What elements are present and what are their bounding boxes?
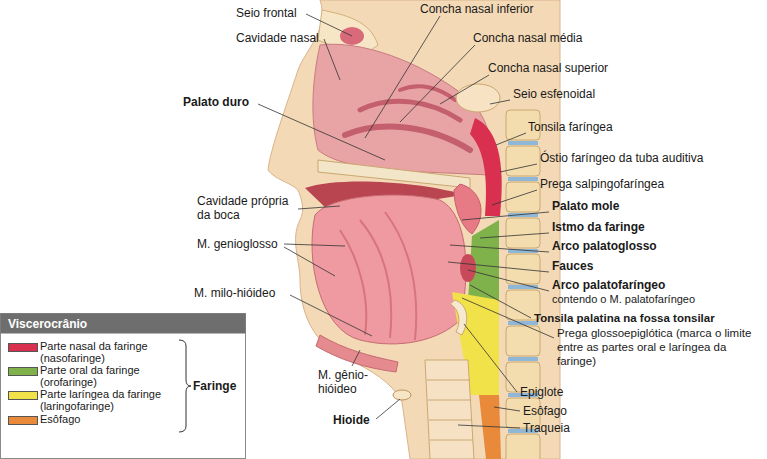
- anatomy-label: Esôfago: [523, 404, 567, 418]
- anatomy-label: Istmo da faringe: [552, 220, 645, 234]
- anatomy-label: Palato mole: [552, 199, 619, 213]
- anatomy-label: M. genioglosso: [197, 237, 278, 251]
- legend-swatch: [8, 416, 38, 425]
- anatomy-label: Fauces: [552, 259, 593, 273]
- legend-swatch: [8, 343, 38, 352]
- anatomy-label: Seio esfenoidal: [513, 87, 595, 101]
- anatomy-label: Cavidade nasal: [236, 31, 319, 45]
- anatomy-label: Traqueia: [523, 421, 570, 435]
- anatomy-label: Faringe: [193, 379, 236, 393]
- legend-item: Parte oral da faringe (orofaringe): [8, 364, 178, 388]
- anatomy-label: Tonsila faríngea: [528, 120, 613, 134]
- anatomy-label: Prega glossoepiglótica (marca o limite e…: [557, 326, 757, 368]
- anatomy-label: M. milo-hióideo: [194, 286, 275, 300]
- legend-item: Parte nasal da faringe (nasofaringe): [8, 340, 178, 364]
- anatomy-label: Óstio faríngeo da tuba auditiva: [540, 151, 703, 165]
- anatomy-label: Hioide: [333, 413, 370, 427]
- anatomy-label: Cavidade própria da boca: [197, 194, 297, 222]
- legend-text: Esôfago: [40, 413, 180, 425]
- anatomy-label: Palato duro: [183, 95, 249, 109]
- anatomy-label: Seio frontal: [236, 6, 297, 20]
- anatomy-label: contendo o M. palatofaríngeo: [552, 292, 695, 306]
- anatomy-label: Epiglote: [520, 385, 563, 399]
- anatomy-label: Concha nasal inferior: [420, 2, 533, 16]
- anatomy-label: Arco palatofaríngeo: [552, 278, 665, 292]
- anatomy-label: Tonsila palatina na fossa tonsilar: [534, 311, 715, 325]
- legend-swatch: [8, 367, 38, 376]
- anatomy-label: Concha nasal superior: [488, 61, 608, 75]
- legend-text: Parte laríngea da faringe (laringofaring…: [40, 388, 180, 412]
- anatomy-label: Viscerocrânio: [8, 317, 87, 331]
- legend-text: Parte oral da faringe (orofaringe): [40, 364, 180, 388]
- anatomy-label: Arco palatoglosso: [552, 239, 657, 253]
- legend-text: Parte nasal da faringe (nasofaringe): [40, 340, 180, 364]
- anatomy-label: M. gênio-hióideo: [318, 368, 382, 396]
- legend-item: Esôfago: [8, 413, 178, 425]
- anatomy-label: Prega salpingofaríngea: [540, 177, 664, 191]
- legend-item: Parte laríngea da faringe (laringofaring…: [8, 388, 178, 412]
- anatomy-label: Concha nasal média: [473, 31, 582, 45]
- legend-swatch: [8, 391, 38, 400]
